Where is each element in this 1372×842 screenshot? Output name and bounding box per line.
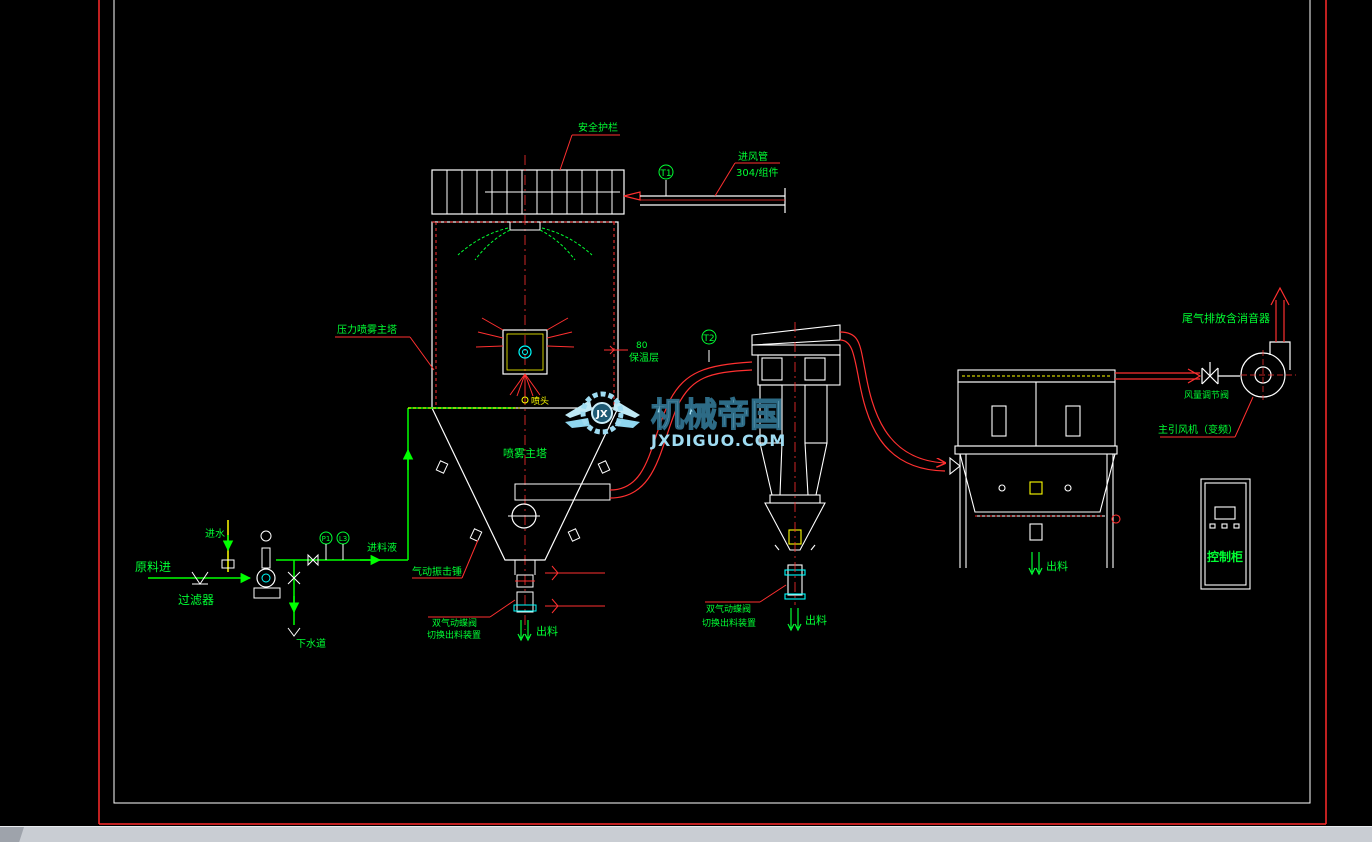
t2-label: T2 — [702, 334, 714, 344]
watermark-logo-icon: JX — [565, 391, 640, 435]
layout-tab-corner[interactable] — [0, 827, 24, 842]
filter-outlet — [1028, 552, 1043, 576]
status-bar — [0, 826, 1372, 842]
cyclone-to-filter-pipe — [839, 331, 945, 472]
exhaust-silencer-label: 尾气排放含消音器 — [1182, 311, 1270, 325]
insulation-thickness-label: 80 — [636, 341, 648, 351]
spray-tower — [431, 155, 625, 642]
discharge-2-label: 出料 — [805, 613, 827, 627]
air-inlet-pipe: T1 进风管 304/组件 — [623, 150, 786, 213]
feed-liquid-label: 进料液 — [367, 541, 397, 554]
safety-rail-label: 安全护栏 — [578, 121, 618, 134]
filter-label: 过滤器 — [178, 593, 214, 607]
water-in-label: 进水 — [205, 528, 225, 540]
drawing-frames — [98, 0, 1327, 825]
raw-material-in-label: 原料进 — [135, 560, 171, 574]
control-cabinet — [1200, 478, 1251, 590]
pressure-tower-label: 压力喷雾主塔 — [337, 323, 397, 336]
control-cabinet-label: 控制柜 — [1207, 549, 1243, 564]
watermark-url: JXDIGUO.COM — [650, 431, 786, 450]
t3-label: L3 — [339, 535, 347, 543]
double-valve-1-label: 双气动蝶阀 — [432, 617, 477, 629]
feed-line: P1 L3 进料液 进水 原料进 过滤器 下水道 — [135, 407, 520, 650]
double-valve-2-label: 双气动蝶阀 — [706, 603, 751, 615]
tower-to-cyclone-pipe — [609, 329, 753, 499]
nozzle-label: 喷头 — [531, 396, 549, 407]
discharge-3-label: 出料 — [1046, 559, 1068, 573]
watermark: JX 机械帝国 JXDIGUO.COM — [565, 391, 786, 450]
tower-annotations: 安全护栏 压力喷雾主塔 80 保温层 喷头 喷雾主塔 气动振击锤 双气动蝶阀 切… — [335, 121, 659, 641]
spray-tower-label: 喷雾主塔 — [503, 447, 547, 460]
bag-filter — [949, 369, 1121, 568]
cyclone-outlet — [787, 608, 802, 632]
switch-discharge-2-label: 切换出料装置 — [702, 617, 756, 629]
cyclone-separator — [751, 322, 841, 605]
svg-text:JX: JX — [595, 409, 608, 420]
switch-discharge-1-label: 切换出料装置 — [427, 629, 481, 641]
t1-label: T1 — [659, 169, 671, 179]
main-fan-label: 主引风机（变频） — [1158, 423, 1238, 436]
insulation-label: 保温层 — [629, 351, 659, 364]
air-inlet-material-label: 304/组件 — [736, 166, 778, 179]
exhaust-system — [1115, 286, 1296, 438]
pneumatic-hammer-label: 气动振击锤 — [412, 565, 462, 578]
air-volume-valve-label: 风量调节阀 — [1184, 390, 1229, 401]
air-inlet-pipe-label: 进风管 — [738, 150, 768, 163]
drain-label: 下水道 — [296, 637, 326, 650]
discharge-1-label: 出料 — [536, 624, 558, 638]
p1-label: P1 — [322, 535, 331, 543]
watermark-title: 机械帝国 — [651, 395, 783, 434]
